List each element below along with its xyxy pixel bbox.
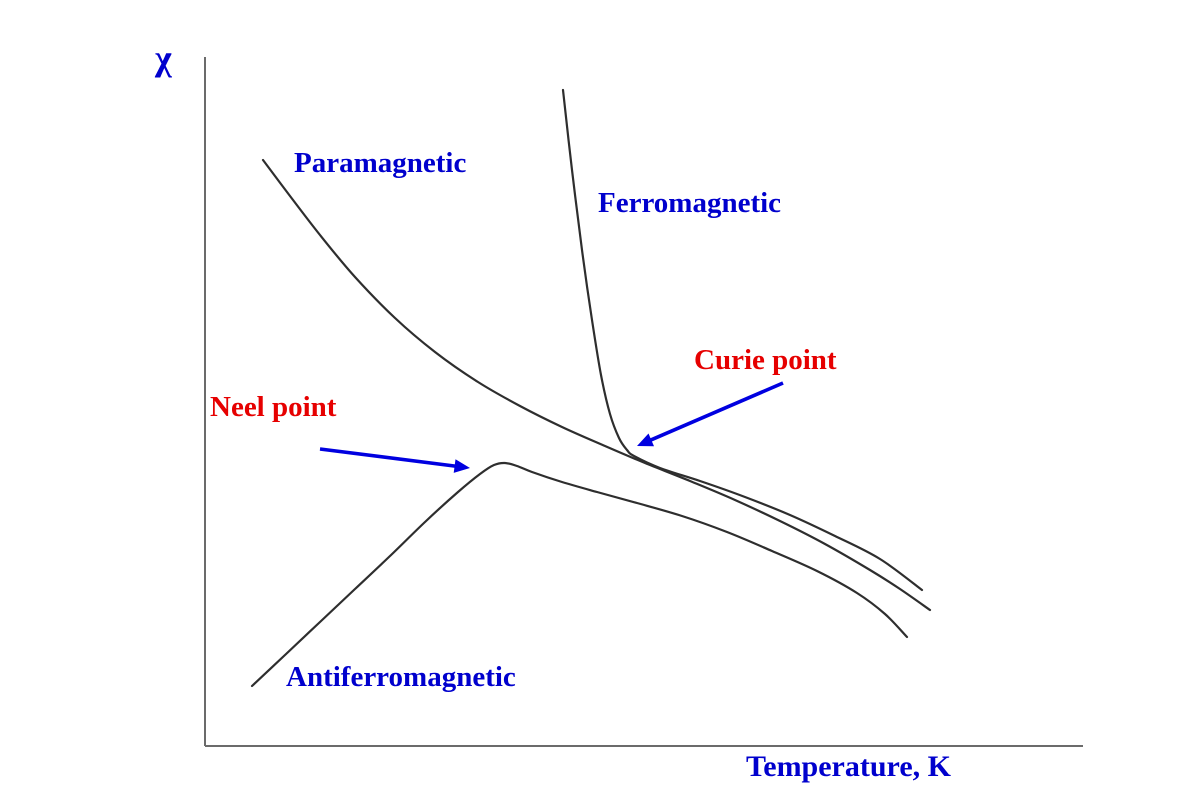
y-axis-label-chi: χ [155, 38, 172, 78]
series-label-paramagnetic: Paramagnetic [294, 147, 467, 179]
series-label-antiferromagnetic: Antiferromagnetic [286, 661, 516, 693]
series-label-ferromagnetic: Ferromagnetic [598, 187, 782, 219]
annotation-neel-point: Neel point [210, 391, 337, 423]
annotation-curie-point: Curie point [694, 344, 837, 376]
x-axis-label-temperature: Temperature, K [746, 750, 951, 783]
